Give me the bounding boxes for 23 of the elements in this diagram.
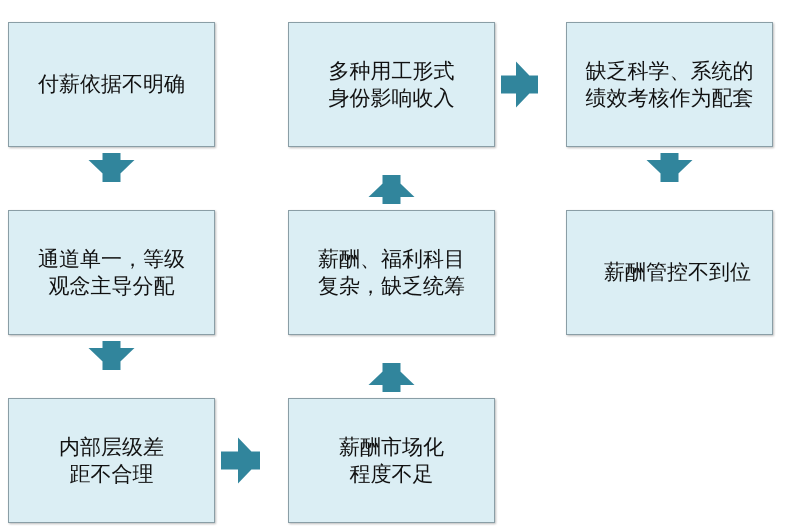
process-box [8,210,215,335]
arrow [368,175,414,204]
box-text: 缺乏科学、系统的绩效考核作为配套 [584,58,754,112]
box-text: 薪酬市场化程度不足 [338,434,445,488]
process-box [8,398,215,523]
process-box [566,210,773,335]
box-text: 薪酬、福利科目复杂，缺乏统筹 [317,246,466,300]
process-box [288,398,495,523]
arrow [88,341,134,370]
arrow [88,153,134,182]
arrow [368,363,414,392]
arrow [646,153,692,182]
box-text: 付薪依据不明确 [37,71,186,98]
process-box [288,210,495,335]
box-text: 通道单一，等级观念主导分配 [37,246,186,300]
arrow [501,62,538,108]
box-text: 薪酬管控不到位 [603,259,752,286]
process-box [566,22,773,147]
box-text: 内部层级差距不合理 [58,434,165,488]
process-box [8,22,215,147]
box-text: 多种用工形式身份影响收入 [328,58,456,112]
process-box [288,22,495,147]
arrow [221,438,260,484]
